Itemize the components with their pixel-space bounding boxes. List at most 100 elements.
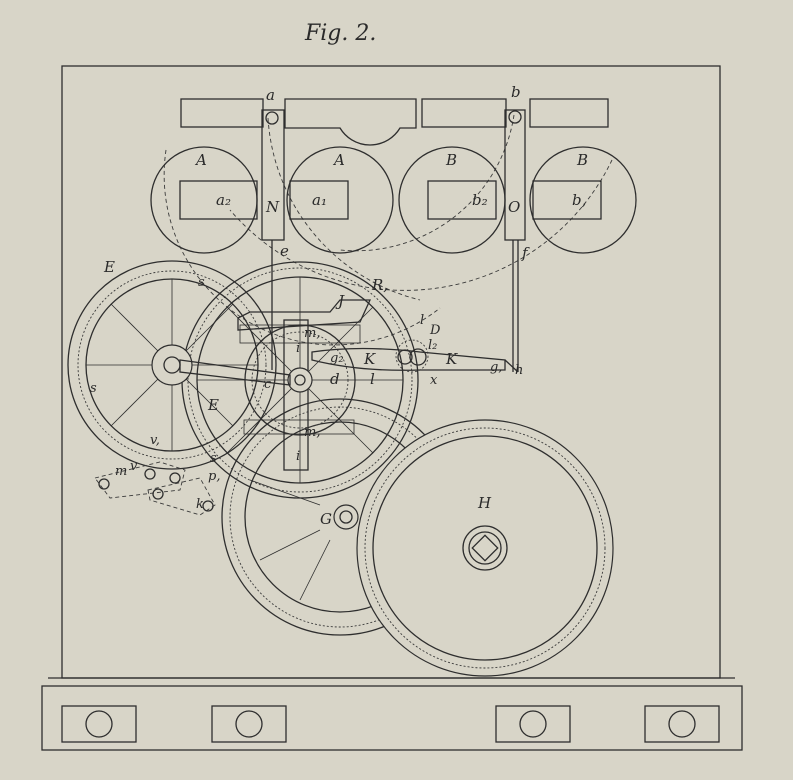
pin-l (397, 349, 413, 365)
label-e: e (280, 242, 289, 260)
wheel-G-axle (339, 510, 353, 524)
bar-m1-bottom (243, 419, 355, 435)
label-E-top: E (103, 258, 115, 276)
plate-a2 (179, 180, 258, 220)
wheel-H-square-axle (471, 534, 499, 562)
label-J: J (335, 292, 345, 310)
pin-D-path (395, 339, 429, 373)
drum-A-right (286, 146, 394, 254)
base-block (41, 685, 743, 751)
label-i-bot: i (296, 449, 300, 464)
label-m1-top: m, (304, 326, 320, 341)
arc-from-b (229, 159, 613, 291)
label-m: m (115, 464, 127, 479)
pivot-b (508, 110, 522, 124)
label-N: N (265, 198, 280, 216)
label-K-right: K (445, 350, 458, 368)
wheel-H-hub-inner (468, 531, 502, 565)
arc-from-a (163, 149, 441, 346)
base-slot-3 (495, 705, 571, 743)
arc-b-inner (339, 114, 515, 252)
pawl-v1-pin (144, 468, 156, 480)
pawl-m-pin (98, 478, 110, 490)
base-slot-1 (61, 705, 137, 743)
base-slot-2 (211, 705, 287, 743)
label-c: c (264, 377, 272, 392)
label-a: a (266, 86, 275, 104)
hub-R1 (287, 367, 313, 393)
wheel-H-hub (462, 525, 508, 571)
wheel-H-inner (372, 435, 598, 661)
wheel-E-teeth (77, 270, 267, 460)
label-m1-bot: m, (304, 425, 320, 440)
label-b: b (511, 83, 521, 101)
pawl-k (147, 477, 216, 516)
pawl-p1-pin (169, 472, 181, 484)
label-K-left: K (363, 350, 376, 368)
lever-end-h (504, 359, 519, 373)
label-A-left: A (194, 151, 207, 169)
label-a1: a₁ (312, 191, 327, 209)
wheel-G-spokes (249, 479, 331, 601)
label-b2: b₂ (472, 191, 488, 209)
label-h: h (515, 363, 523, 378)
label-E-mid: E (207, 396, 219, 414)
wheel-R1-pitch (187, 267, 413, 493)
rod-N (261, 109, 285, 241)
label-l-low: l (370, 370, 375, 388)
pawl-m (94, 461, 186, 499)
top-block-3 (421, 98, 507, 128)
label-k: k (196, 497, 204, 512)
label-H: H (477, 494, 492, 512)
base-hole-2 (235, 710, 263, 738)
drum-B-right (529, 146, 637, 254)
label-g2: g₂ (330, 351, 344, 366)
arc-a-inner (267, 117, 421, 301)
label-G: G (320, 510, 332, 528)
wheel-d-pitch (251, 331, 349, 429)
label-s-left: s (90, 381, 97, 396)
bar-m1-top (239, 324, 361, 344)
label-v1: v, (150, 433, 160, 448)
top-block-2 (284, 98, 417, 146)
pin-D (409, 348, 427, 366)
pawl-k-pin1 (152, 488, 164, 500)
base-hole-3 (519, 710, 547, 738)
label-D: D (429, 323, 441, 338)
label-s-top: s (198, 275, 205, 290)
slide-i (283, 319, 309, 471)
label-s-bot: s (210, 451, 217, 466)
pawl-k-pin2 (202, 500, 214, 512)
wheel-H-outer (356, 419, 614, 677)
pivot-a (265, 111, 279, 125)
label-p1: p, (208, 469, 220, 484)
label-R1: R, (371, 276, 388, 294)
label-l: l (420, 313, 424, 328)
label-B-left: B (445, 151, 457, 169)
lever-K (311, 347, 506, 371)
plate-a1 (289, 180, 349, 220)
label-d: d (330, 370, 340, 388)
label-B-right: B (576, 151, 588, 169)
wheel-G-hub (333, 504, 359, 530)
plate-b1 (532, 180, 602, 220)
figure-labels: a b A A B B a₂ a₁ b₂ b, N O e f E E s s … (90, 83, 588, 528)
top-block-1 (180, 98, 264, 128)
label-v: v (130, 459, 138, 474)
base-hole-1 (85, 710, 113, 738)
label-x: x (430, 373, 438, 388)
label-b1: b, (572, 191, 586, 209)
label-g1: g, (490, 360, 502, 375)
label-O: O (508, 198, 520, 216)
wheel-H-pitch (364, 427, 606, 669)
base-slot-4 (644, 705, 720, 743)
rod-O (504, 109, 526, 241)
top-block-4 (529, 98, 609, 128)
label-a2: a₂ (216, 191, 231, 209)
label-i-top: i (296, 341, 300, 356)
base-hole-4 (668, 710, 696, 738)
label-A-right: A (332, 151, 345, 169)
label-f: f (521, 244, 530, 262)
